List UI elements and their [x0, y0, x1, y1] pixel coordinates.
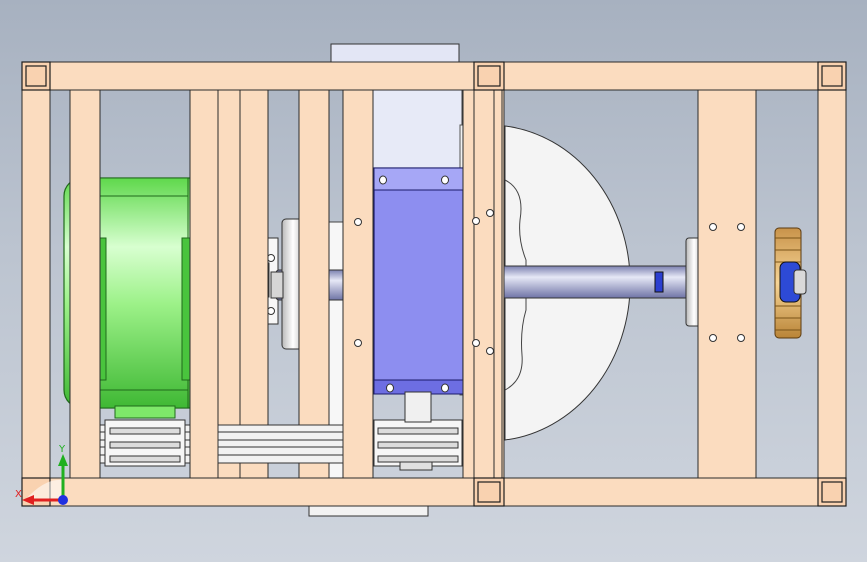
- frame-right-post: [817, 61, 847, 507]
- gearbox: [373, 167, 464, 423]
- wood-frame: [21, 61, 847, 507]
- gearbox-pulley: [373, 419, 463, 471]
- frame-thin-strip: [217, 89, 241, 479]
- frame-bottom-rail: [21, 477, 847, 507]
- frame-bolt-holes: [354, 209, 745, 355]
- electric-motor: [63, 177, 229, 419]
- triad-y-label: Y: [58, 444, 66, 455]
- frame-top-rail: [21, 61, 847, 91]
- upper-block: [371, 89, 463, 169]
- triad-x-label: X: [15, 489, 22, 500]
- frame-left-post: [21, 61, 51, 507]
- shaft-collar: [654, 271, 664, 293]
- belt-front: [217, 424, 344, 464]
- motor-pulley: [104, 419, 186, 467]
- corner-blocks: [21, 61, 847, 507]
- coordinate-triad-icon: X Y: [15, 444, 68, 505]
- spur-gear: [774, 227, 807, 339]
